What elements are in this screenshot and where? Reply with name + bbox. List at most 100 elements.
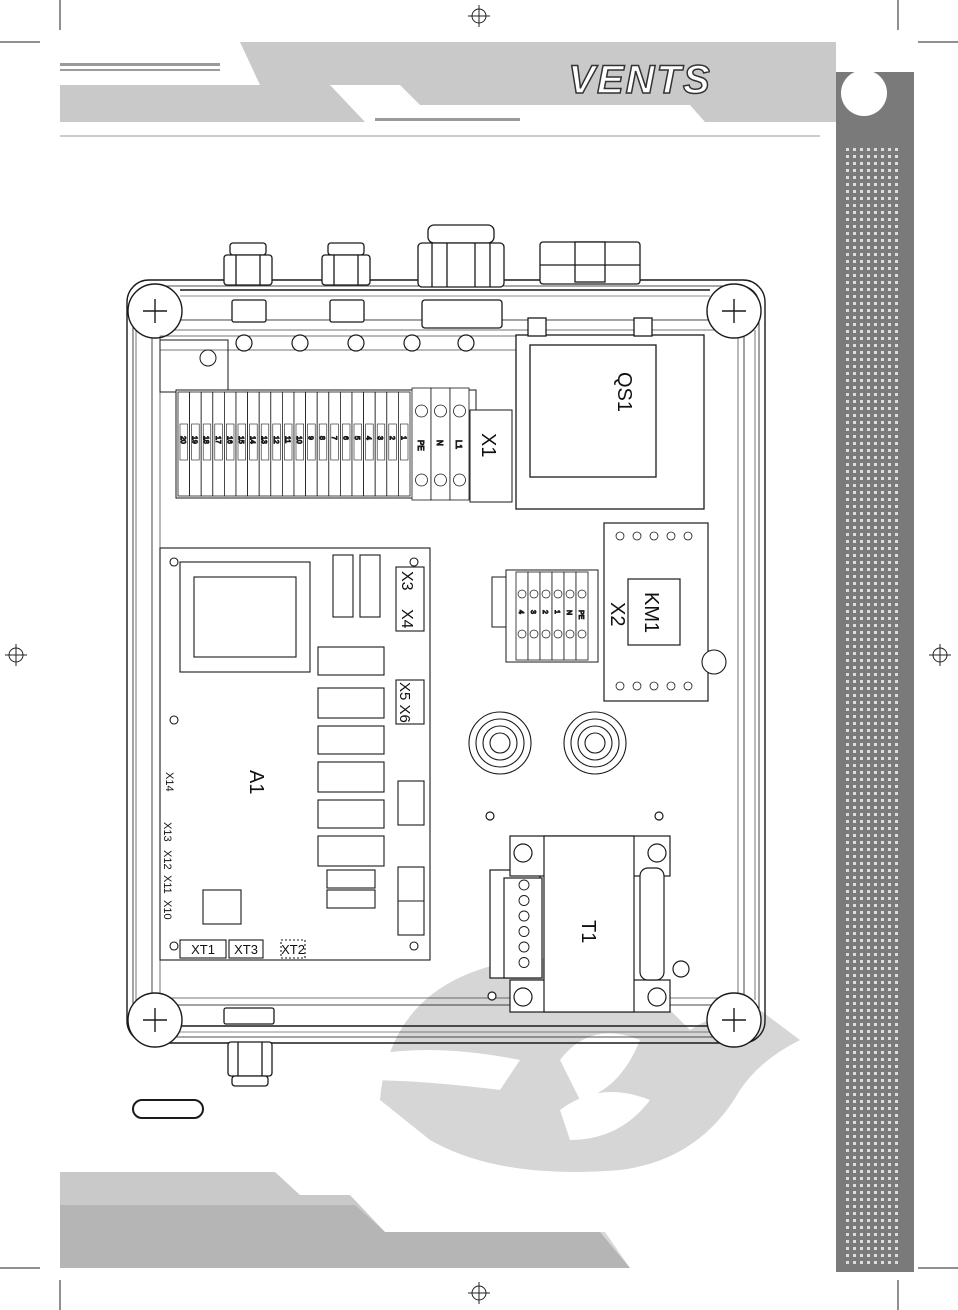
x2-terminal: 1 <box>552 572 564 660</box>
contact-hole <box>684 532 692 540</box>
x1-terminal: 9 <box>306 392 318 496</box>
xt2-label: XT2 <box>281 942 305 957</box>
x1-terminal-number: 12 <box>272 436 279 444</box>
x1-terminal-number: 1 <box>399 436 406 440</box>
qs1-label: QS1 <box>613 372 635 412</box>
t1-terminal <box>519 942 529 952</box>
contact-hole <box>616 682 624 690</box>
qs1-switch: QS1 <box>516 318 704 509</box>
a1-label: A1 <box>245 770 267 794</box>
x1-terminal: 3 <box>375 392 387 496</box>
x1-terminal-number: 6 <box>341 436 348 440</box>
x1-terminal: 20 <box>178 392 190 496</box>
contact-hole <box>667 682 675 690</box>
cable-gland <box>418 225 504 328</box>
x1-terminal: 13 <box>259 392 271 496</box>
switch-handle <box>540 242 640 284</box>
x1-terminal-number: 4 <box>365 436 372 440</box>
x1-terminal: 10 <box>294 392 306 496</box>
x11-label: X11 <box>161 875 173 894</box>
screw-icon <box>648 844 666 862</box>
x5x6-label: X5 X6 <box>396 682 413 723</box>
x1-terminal-label: L1 <box>454 440 463 449</box>
t1-terminal <box>519 958 529 968</box>
x1-terminal-number: 18 <box>202 436 209 444</box>
x2-terminal: 4 <box>516 572 528 660</box>
cable-glands-top <box>224 225 640 328</box>
x1-terminal-number: 7 <box>330 436 337 440</box>
footer-band <box>60 1172 630 1268</box>
din-rail-top <box>160 335 520 351</box>
screw-icon <box>128 993 182 1047</box>
x1-terminal: 4 <box>364 392 376 496</box>
screw-icon <box>673 961 689 977</box>
x1-terminal-number: 14 <box>249 436 256 444</box>
x4-label: X4 <box>398 609 415 629</box>
x1-label: X1 <box>477 433 499 457</box>
x2-terminal-label: 4 <box>517 610 524 614</box>
grommet <box>564 712 626 774</box>
x2-terminal-label: N <box>565 610 572 615</box>
x1-terminal: 19 <box>190 392 202 496</box>
x2-terminal: 2 <box>540 572 552 660</box>
contact-hole <box>667 532 675 540</box>
x1-terminal-power: N <box>431 388 450 500</box>
contact-hole <box>633 532 641 540</box>
x1-terminal-number: 2 <box>388 436 395 440</box>
grommet <box>469 712 531 774</box>
screw-icon <box>707 993 761 1047</box>
contact-hole <box>633 682 641 690</box>
x1-terminal: 5 <box>352 392 364 496</box>
x1-terminal-number: 11 <box>283 436 290 443</box>
x2-terminal-label: PE <box>577 610 584 620</box>
x1-terminal: 7 <box>329 392 341 496</box>
screw-icon <box>128 284 182 338</box>
t1-terminal <box>519 880 529 890</box>
x1-terminal: 1 <box>398 392 410 496</box>
x1-terminal-number: 3 <box>376 436 383 440</box>
screw-icon <box>707 284 761 338</box>
x2-terminal: 3 <box>528 572 540 660</box>
x2-terminal-label: 2 <box>541 610 548 614</box>
xt3-label: XT3 <box>234 942 258 957</box>
x1-terminal-number: 16 <box>225 436 232 444</box>
x1-terminal-label: PE <box>416 440 425 451</box>
t1-terminal <box>519 911 529 921</box>
screw-icon <box>648 988 666 1006</box>
x1-terminal-number: 20 <box>179 436 186 444</box>
screw-icon <box>514 988 532 1006</box>
x1-terminal: 16 <box>224 392 236 496</box>
x1-terminal: 18 <box>201 392 213 496</box>
x1-terminal-number: 8 <box>318 436 325 440</box>
caption-badge <box>133 1100 203 1118</box>
x13-label: X13 <box>161 822 173 842</box>
x1-terminal-number: 19 <box>191 436 198 444</box>
cable-gland <box>322 243 370 322</box>
x12-label: X12 <box>161 850 173 870</box>
x1-terminal-power: PE <box>412 388 431 500</box>
header-band: VENTS <box>60 42 836 136</box>
x2-terminal-label: 1 <box>553 610 560 614</box>
x1-terminal-power: L1 <box>450 388 469 500</box>
x2-terminal-label: 3 <box>529 610 536 614</box>
t1-terminal <box>519 927 529 937</box>
a1-board: A1 X3 X4 X5 X6 X14 X13 X12 X11 X10 XT1 X… <box>160 548 430 960</box>
xt1-label: XT1 <box>191 942 215 957</box>
x1-terminal-number: 5 <box>353 436 360 440</box>
page-number-circle <box>841 70 887 116</box>
x1-terminal: 12 <box>271 392 283 496</box>
x1-terminal: 11 <box>282 392 294 496</box>
t1-terminal <box>519 896 529 906</box>
x1-terminal-number: 9 <box>307 436 314 440</box>
x2-terminal: PE <box>576 572 588 660</box>
x2-terminals: 4 3 2 1 N PE <box>516 572 588 660</box>
x1-terminal: 14 <box>248 392 260 496</box>
contact-hole <box>684 682 692 690</box>
cable-gland <box>224 243 272 322</box>
x2-label: X2 <box>606 602 628 626</box>
x1-terminal: 2 <box>387 392 399 496</box>
contact-hole <box>616 532 624 540</box>
x1-terminal: 8 <box>317 392 329 496</box>
